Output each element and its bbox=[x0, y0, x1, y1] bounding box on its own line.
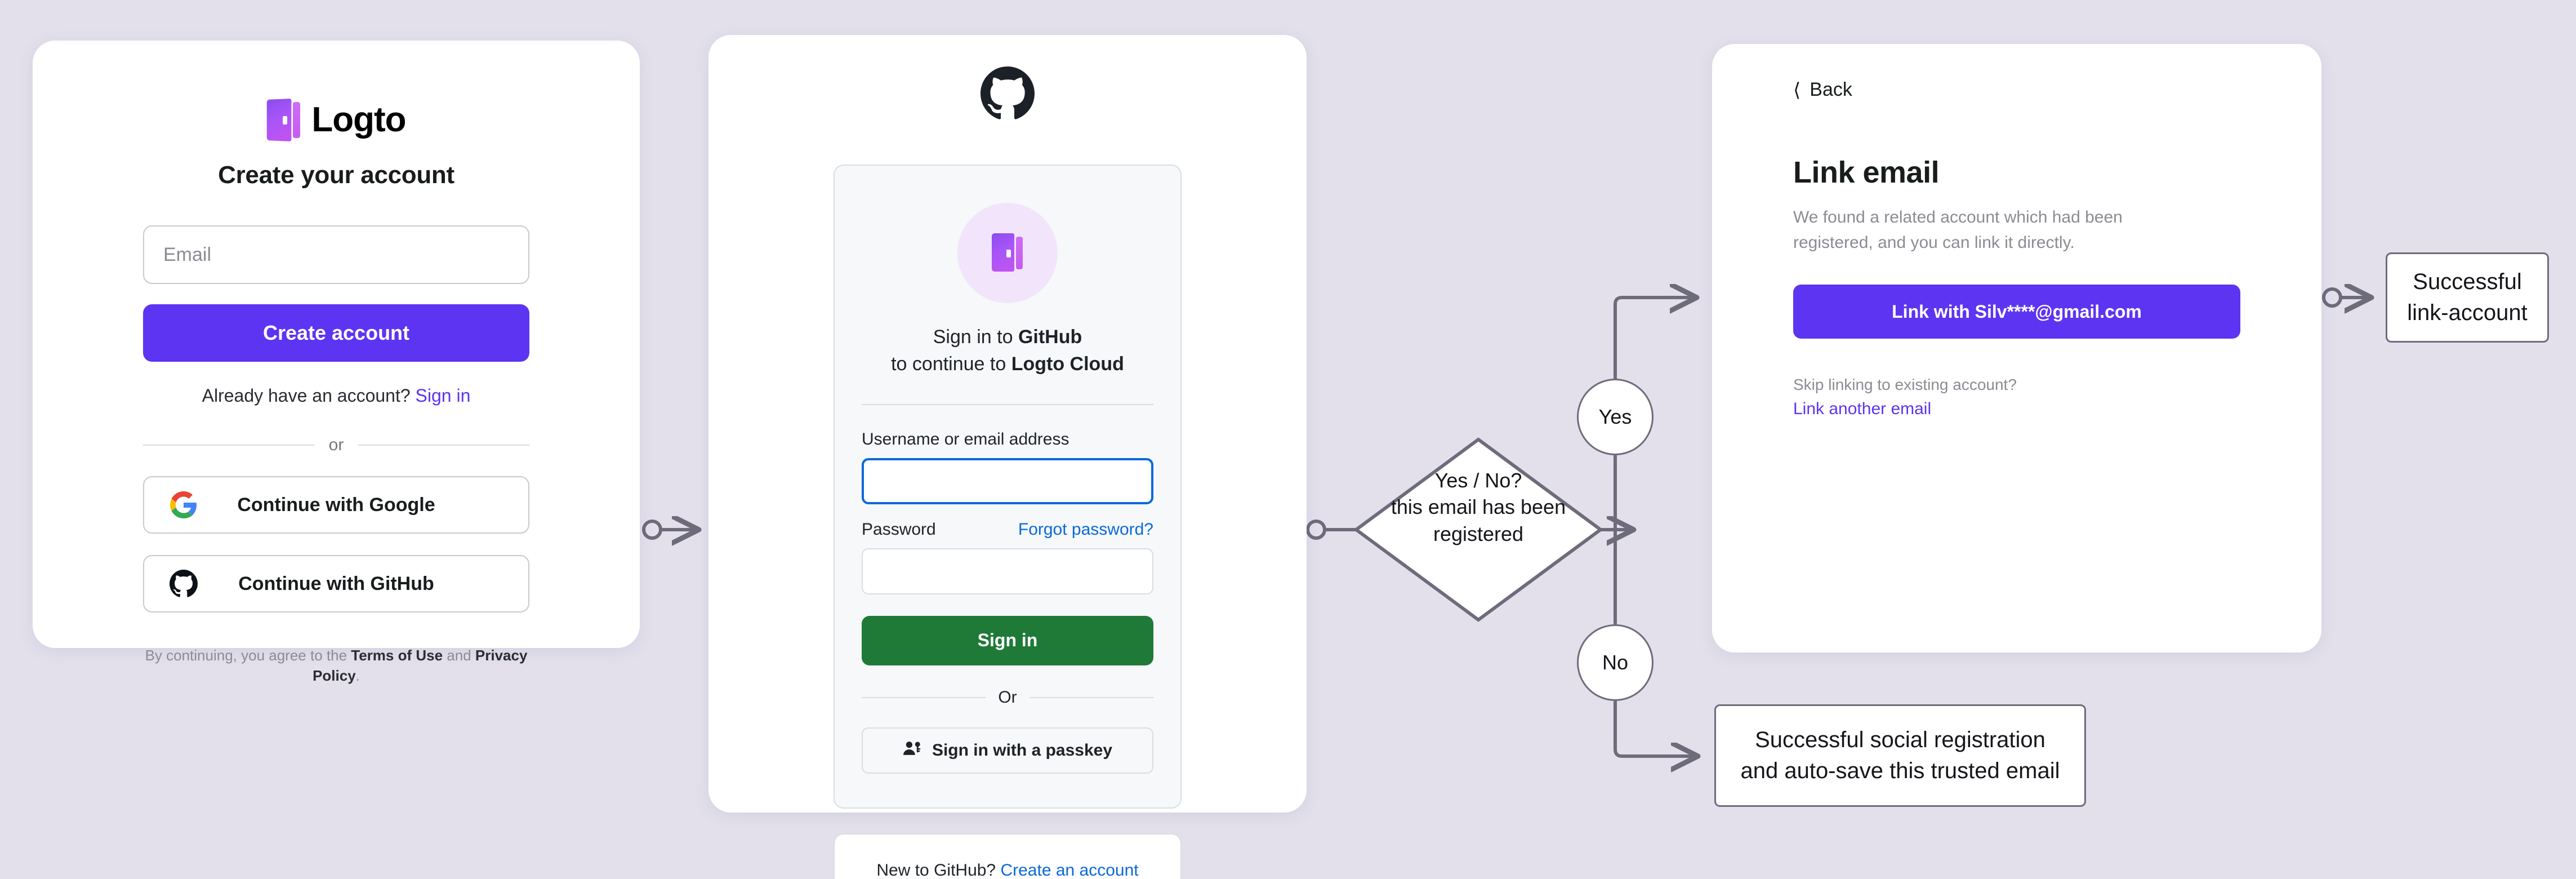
yes-branch-node: Yes bbox=[1577, 379, 1654, 455]
social-success-line-2: and auto-save this trusted email bbox=[1740, 758, 2060, 783]
decision-line-2: this email has been bbox=[1390, 495, 1566, 519]
divider-line-right bbox=[358, 445, 529, 446]
passkey-button-label: Sign in with a passkey bbox=[932, 740, 1113, 760]
no-branch-node: No bbox=[1577, 624, 1654, 701]
sign-in-button[interactable]: Sign in bbox=[862, 615, 1153, 665]
username-input[interactable] bbox=[862, 458, 1153, 504]
signin-heading: Sign in to GitHub to continue to Logto C… bbox=[862, 323, 1153, 378]
link-another-email-link[interactable]: Link another email bbox=[1793, 399, 1932, 418]
legal-middle: and bbox=[443, 647, 475, 664]
signin-provider: GitHub bbox=[1018, 326, 1082, 348]
new-to-github-box: New to GitHub? Create an account bbox=[834, 833, 1182, 879]
link-with-email-button[interactable]: Link with Silv****@gmail.com bbox=[1793, 285, 2240, 339]
link-success-line-2: link-account bbox=[2407, 300, 2528, 325]
logto-signup-card: Logto Create your account Email Create a… bbox=[33, 41, 640, 684]
or-line-left bbox=[862, 696, 986, 698]
link-email-card: ⟨ Back Link email We found a related acc… bbox=[1712, 44, 2321, 652]
logto-wordmark: Logto bbox=[311, 100, 406, 139]
google-button-label: Continue with Google bbox=[237, 494, 435, 516]
link-email-title: Link email bbox=[1793, 156, 1940, 189]
divider-label: or bbox=[328, 436, 344, 454]
decision-node-label: Yes / No? this email has been registered bbox=[1357, 456, 1599, 558]
forgot-password-link[interactable]: Forgot password? bbox=[1018, 520, 1153, 539]
username-label: Username or email address bbox=[862, 429, 1069, 449]
chevron-left-icon: ⟨ bbox=[1793, 79, 1801, 101]
divider-line-left bbox=[143, 445, 314, 446]
or-divider: or bbox=[143, 436, 529, 455]
github-mark-icon bbox=[834, 66, 1182, 121]
email-field[interactable]: Email bbox=[143, 225, 529, 284]
back-button[interactable]: ⟨ Back bbox=[1793, 79, 2240, 101]
github-signin-panel: Sign in to GitHub to continue to Logto C… bbox=[834, 165, 1182, 809]
link-success-outcome-box: Successful link-account bbox=[2386, 252, 2549, 343]
social-success-line-1: Successful social registration bbox=[1755, 727, 2045, 752]
page-title: Create your account bbox=[218, 161, 454, 189]
logto-app-icon bbox=[957, 203, 1058, 303]
back-label: Back bbox=[1810, 79, 1852, 100]
new-to-github-text: New to GitHub? bbox=[876, 860, 996, 879]
signin-target-app: Logto Cloud bbox=[1011, 353, 1124, 375]
password-label: Password bbox=[862, 520, 936, 539]
person-key-icon bbox=[903, 740, 922, 761]
create-an-account-link[interactable]: Create an account bbox=[1000, 860, 1139, 879]
email-placeholder: Email bbox=[163, 243, 212, 265]
sign-in-with-passkey-button[interactable]: Sign in with a passkey bbox=[862, 727, 1153, 774]
have-account-text: Already have an account? bbox=[202, 385, 411, 406]
or-line-right bbox=[1029, 696, 1154, 698]
signin-line2-prefix: to continue to bbox=[891, 353, 1011, 375]
github-signin-card: Sign in to GitHub to continue to Logto C… bbox=[708, 35, 1307, 879]
logto-door-icon bbox=[266, 98, 301, 142]
decision-line-3: registered bbox=[1433, 522, 1524, 545]
password-label-row: Password Forgot password? bbox=[862, 520, 1153, 539]
create-account-button[interactable]: Create account bbox=[143, 304, 529, 362]
privacy-policy-link[interactable]: Privacy Policy bbox=[313, 647, 528, 685]
legal-suffix: . bbox=[355, 667, 360, 685]
link-email-description: We found a related account which had bee… bbox=[1793, 208, 2123, 252]
panel-divider bbox=[862, 403, 1153, 405]
continue-with-google-button[interactable]: Continue with Google bbox=[143, 476, 529, 534]
link-success-line-1: Successful bbox=[2413, 269, 2522, 294]
skip-linking-question: Skip linking to existing account? bbox=[1793, 376, 2017, 393]
continue-with-github-button[interactable]: Continue with GitHub bbox=[143, 555, 529, 612]
sign-in-link[interactable]: Sign in bbox=[415, 385, 471, 406]
decision-line-1: Yes / No? bbox=[1434, 468, 1522, 492]
legal-text: By continuing, you agree to the Terms of… bbox=[143, 645, 529, 686]
terms-of-use-link[interactable]: Terms of Use bbox=[351, 647, 443, 664]
or-label: Or bbox=[998, 687, 1017, 707]
github-button-label: Continue with GitHub bbox=[238, 572, 434, 594]
github-or-divider: Or bbox=[862, 687, 1154, 707]
logto-brand: Logto bbox=[143, 98, 529, 142]
signin-line1-prefix: Sign in to bbox=[933, 326, 1018, 348]
password-input[interactable] bbox=[862, 548, 1153, 594]
google-icon bbox=[169, 490, 198, 520]
legal-prefix: By continuing, you agree to the bbox=[145, 647, 351, 664]
github-icon bbox=[169, 569, 198, 598]
have-account-row: Already have an account? Sign in bbox=[143, 385, 529, 406]
social-registration-outcome-box: Successful social registration and auto-… bbox=[1714, 704, 2086, 807]
